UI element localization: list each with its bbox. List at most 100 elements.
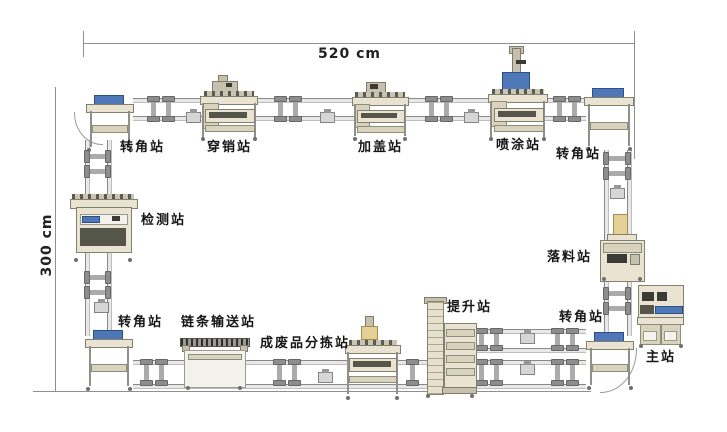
conveyor-roller-icon xyxy=(140,359,153,386)
station-corner-top-right xyxy=(584,88,634,152)
station-corner-bottom-right xyxy=(582,332,637,391)
station-spray-coating xyxy=(488,46,548,141)
conveyor-stand-icon xyxy=(320,109,335,123)
console-wheel xyxy=(639,344,643,348)
station-capping xyxy=(352,82,409,141)
bench-top xyxy=(488,94,548,103)
cart-wheel xyxy=(629,386,633,390)
bottom-conveyor-rail-inner xyxy=(133,384,586,389)
label-main-station: 主站 xyxy=(646,350,677,365)
lift-wheel xyxy=(426,394,430,398)
cart-leg xyxy=(90,111,92,147)
top-dimension-tick-right xyxy=(634,31,635,159)
machine-buttons xyxy=(630,254,640,265)
station-lift xyxy=(423,297,477,398)
rack-shelf xyxy=(446,368,475,376)
cart-tabletop xyxy=(586,341,634,350)
bench-wheel xyxy=(395,396,399,400)
conveyor-roller-icon xyxy=(162,96,175,122)
console-screen xyxy=(657,292,667,301)
top-dimension-tick-left xyxy=(83,31,84,57)
station-corner-top-left xyxy=(84,95,136,153)
lift-base xyxy=(442,387,477,394)
bench-top xyxy=(200,96,258,105)
cart-leg xyxy=(89,346,91,386)
station-blanking xyxy=(598,212,645,282)
hopper-cylinder xyxy=(613,214,628,236)
console-blue-strip xyxy=(655,306,683,314)
station-corner-bottom-left xyxy=(83,330,135,392)
conveyor-roller-icon xyxy=(155,359,168,386)
bottom-base-line xyxy=(33,391,591,392)
conveyor-roller-icon xyxy=(490,328,503,351)
conveyor-roller-icon xyxy=(274,96,287,122)
cart-shelf xyxy=(590,122,628,130)
machine-display xyxy=(607,254,627,263)
cart-leg xyxy=(128,111,130,147)
conveyor-roller-icon xyxy=(84,286,111,299)
cart-shelf xyxy=(91,364,127,372)
sorter-gripper xyxy=(361,326,378,340)
conveyor-roller-icon xyxy=(425,96,438,122)
conveyor-stand-icon xyxy=(318,369,333,383)
cart-shelf xyxy=(592,364,628,372)
width-dimension-label: 520 cm xyxy=(318,46,381,62)
conveyor-stand-icon xyxy=(186,109,201,123)
cabinet-trim xyxy=(188,354,242,360)
cabinet-wheel xyxy=(128,258,132,262)
lift-wheel xyxy=(470,394,474,398)
arm-detail xyxy=(226,83,232,87)
bench-wheel xyxy=(542,137,546,141)
label-chain-station: 链条输送站 xyxy=(181,315,257,330)
cart-leg xyxy=(588,104,590,146)
bench-wheel xyxy=(253,137,257,141)
cart-leg xyxy=(628,348,630,385)
bench-slot xyxy=(498,111,536,117)
conveyor-roller-icon xyxy=(603,167,631,180)
bench-slot xyxy=(209,112,247,118)
bottom-upper-conveyor-rail-inner xyxy=(441,348,586,353)
spray-arm xyxy=(516,60,526,64)
cart-leg xyxy=(628,104,630,146)
left-dimension-line xyxy=(55,87,56,392)
cabinet-bay xyxy=(80,228,126,246)
bench-slot xyxy=(361,113,397,118)
label-capping-station: 加盖站 xyxy=(358,140,404,155)
conveyor-stand-icon xyxy=(520,361,535,375)
conveyor-roller-icon xyxy=(288,359,301,386)
machine-wheel xyxy=(638,277,642,281)
conveyor-stand-icon xyxy=(610,185,625,199)
conveyor-roller-icon xyxy=(289,96,302,122)
station-chain-conveyor xyxy=(178,336,250,390)
label-inspection-station: 检测站 xyxy=(141,213,187,228)
conveyor-roller-icon xyxy=(84,271,111,284)
cap-device-detail xyxy=(370,84,378,89)
bench-wheel xyxy=(201,137,205,141)
height-dimension-label: 300 cm xyxy=(39,213,55,277)
equipment-strip xyxy=(355,92,405,97)
equipment-strip xyxy=(204,91,254,96)
conveyor-roller-icon xyxy=(406,359,419,386)
rack-shelf xyxy=(446,329,475,337)
cart-wheel xyxy=(128,387,132,391)
cart-wheel xyxy=(628,147,632,151)
bench-lower-shelf xyxy=(357,126,405,133)
bench-lower-shelf xyxy=(494,125,544,132)
cart-wheel xyxy=(586,147,590,151)
cart-wheel xyxy=(87,148,91,152)
bench-leg xyxy=(543,101,545,137)
label-corner-station-tl: 转角站 xyxy=(120,140,166,155)
lift-tower xyxy=(427,301,444,395)
console-screen xyxy=(642,292,654,301)
cart-leg xyxy=(590,348,592,385)
bench-leg xyxy=(254,103,256,137)
conveyor-roller-icon xyxy=(566,359,579,386)
conveyor-roller-icon xyxy=(84,165,111,178)
bench-leg xyxy=(396,352,398,394)
bench-top xyxy=(352,97,409,106)
bench-wheel xyxy=(403,137,407,141)
cart-wheel xyxy=(86,387,90,391)
bench-leg xyxy=(404,104,406,136)
label-spray-station: 喷涂站 xyxy=(496,138,542,153)
